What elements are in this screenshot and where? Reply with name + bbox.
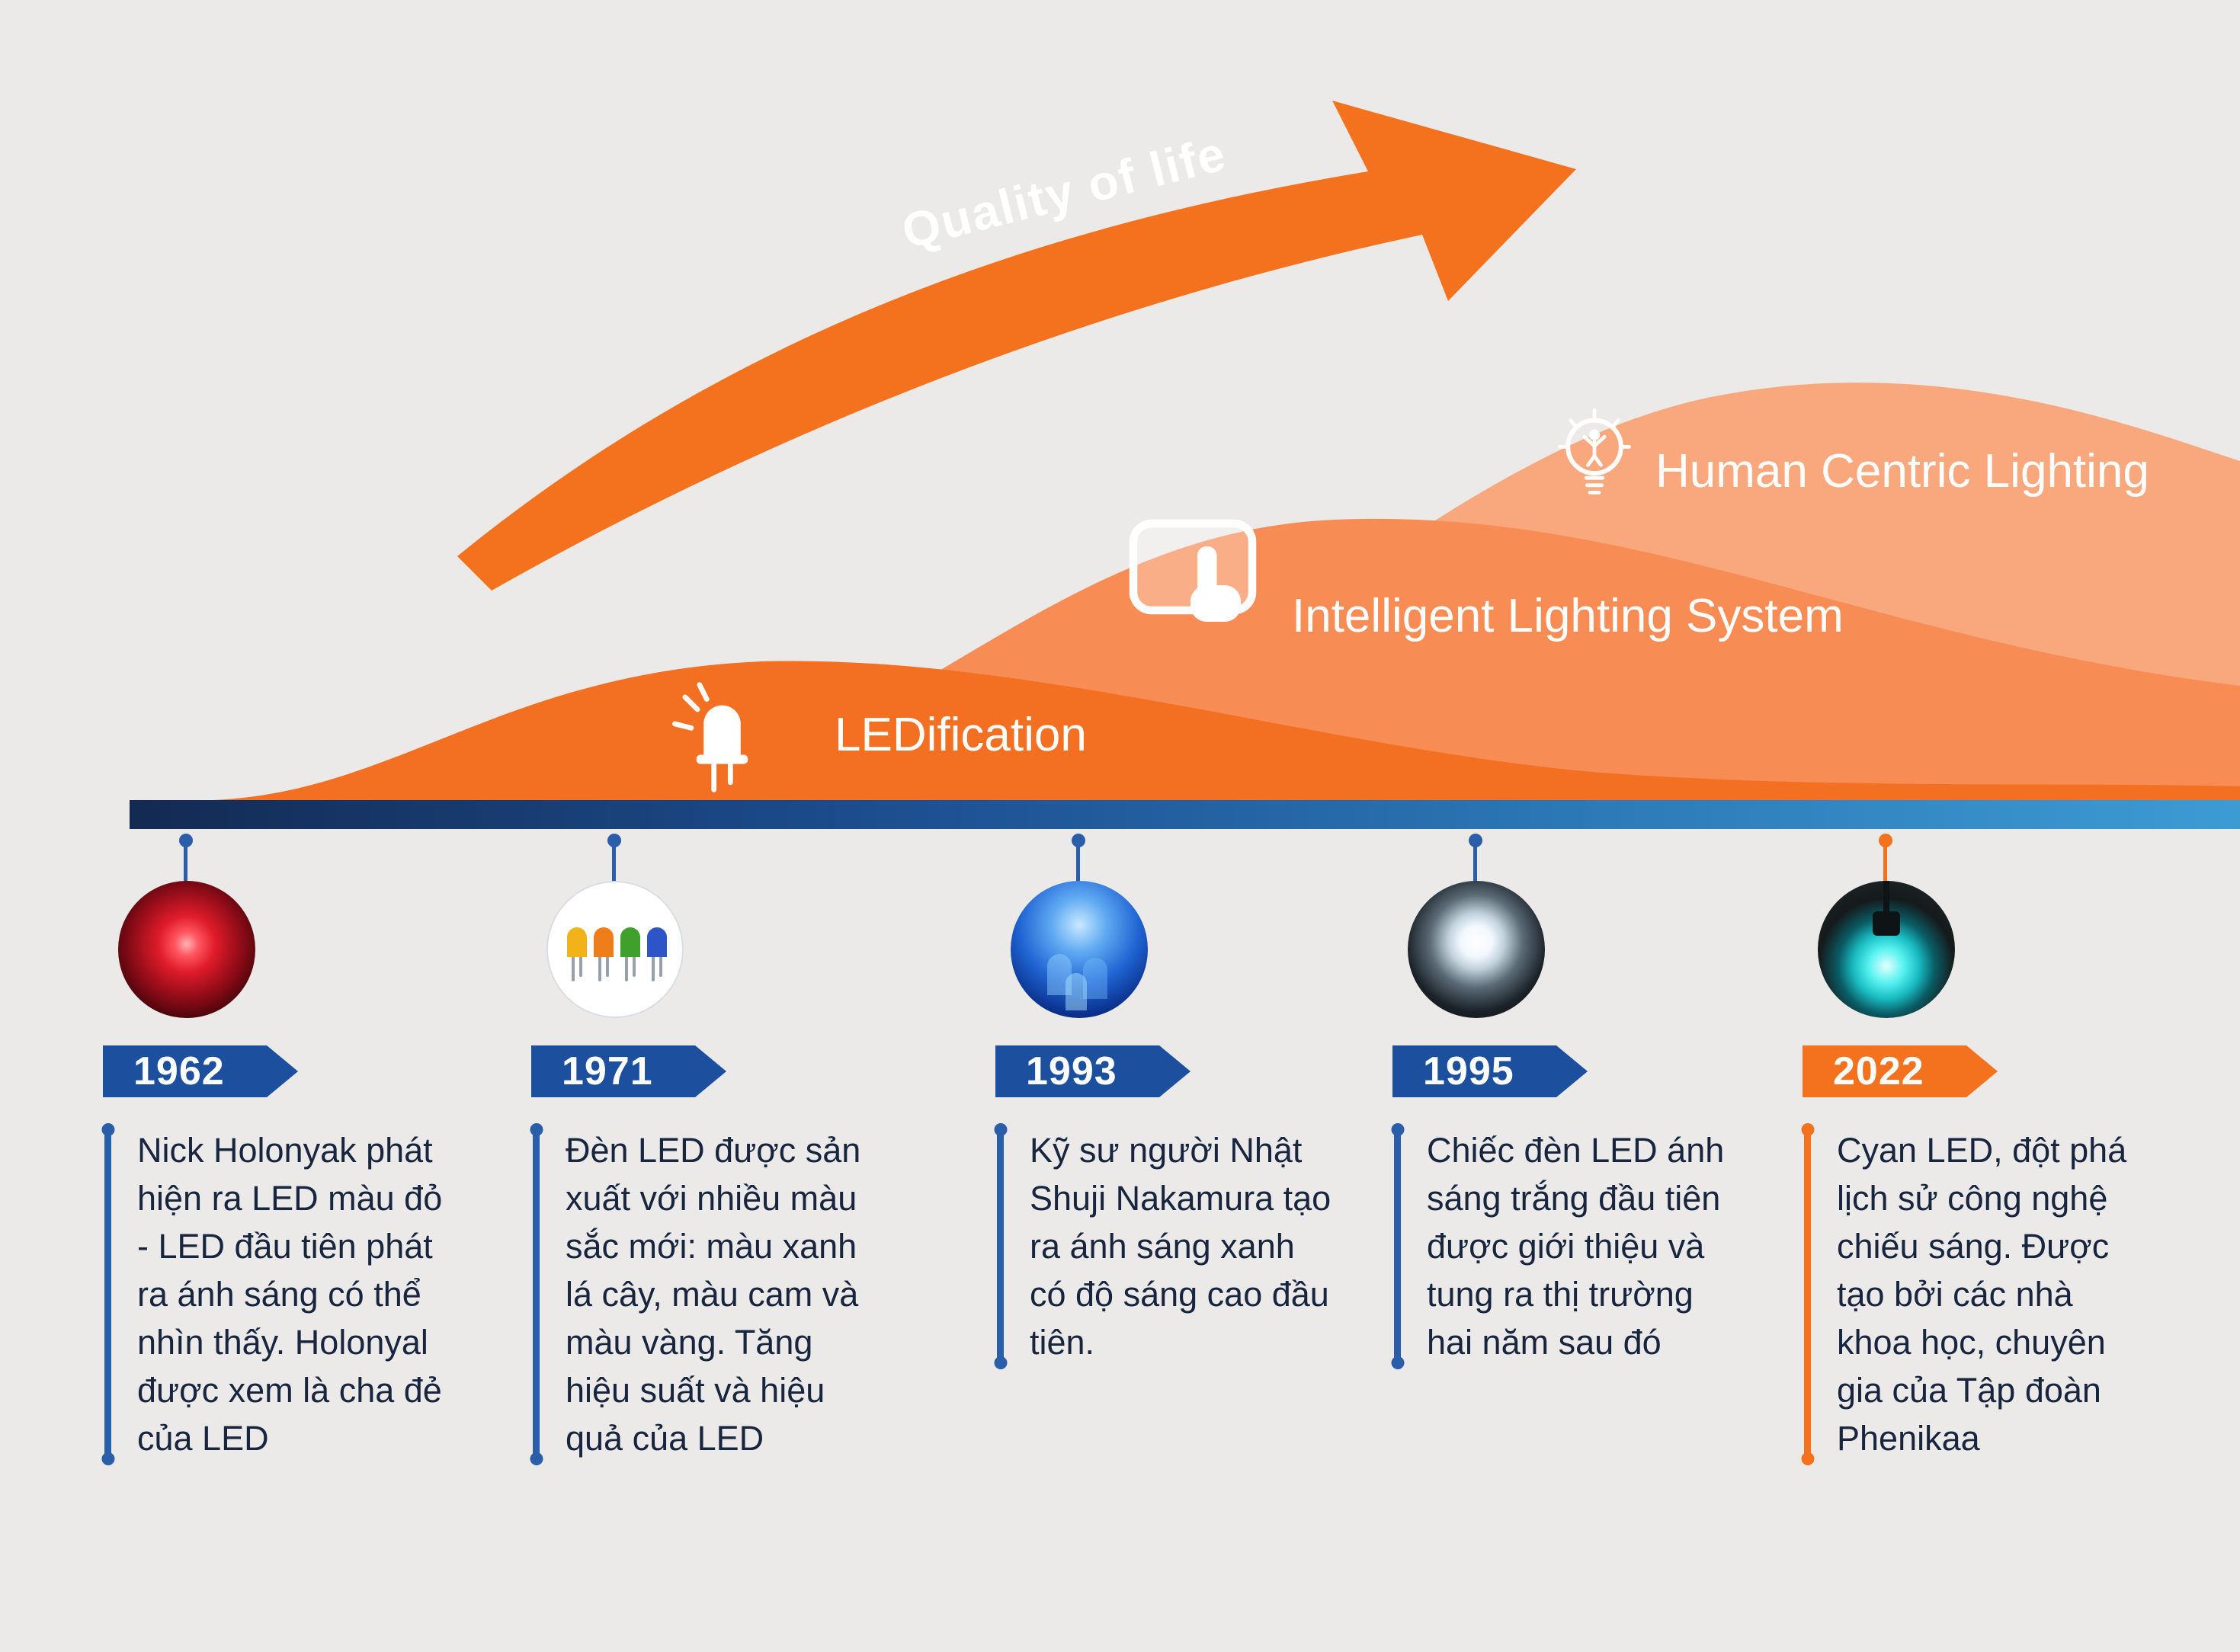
accent-line [997, 1126, 1004, 1366]
white-led-photo [1408, 881, 1545, 1018]
quality-of-life-arrow [457, 101, 1576, 591]
intelligent-lighting-label: Intelligent Lighting System [1292, 590, 1844, 642]
milestone-description: Chiếc đèn LED ánh sáng trắng đầu tiên đư… [1427, 1131, 1725, 1362]
accent-line [104, 1126, 111, 1462]
milestone-description-block: Cyan LED, đột phá lịch sử công nghệ chiế… [1804, 1126, 2161, 1462]
milestone-description: Đèn LED được sản xuất với nhiều màu sắc … [566, 1131, 861, 1458]
connector-line [1473, 840, 1477, 884]
multicolor-leds-photo [546, 881, 684, 1018]
year-badge: 2022 [1803, 1045, 1998, 1097]
milestone-description-block: Kỹ sư người Nhật Shuji Nakamura tạo ra á… [997, 1126, 1354, 1366]
bulb-cord [1883, 881, 1889, 914]
milestone-description-block: Nick Holonyak phát hiện ra LED màu đỏ - … [104, 1126, 461, 1462]
year-badge: 1962 [103, 1045, 298, 1097]
cyan-bulb-photo [1818, 881, 1955, 1018]
timeline-bar [130, 800, 2240, 829]
milestone-description-block: Đèn LED được sản xuất với nhiều màu sắc … [533, 1126, 889, 1462]
milestone-description-block: Chiếc đèn LED ánh sáng trắng đầu tiên đư… [1394, 1126, 1751, 1366]
multicolor-leds-graphic [567, 927, 667, 981]
led-bulb-icon [672, 682, 748, 792]
milestone-description: Cyan LED, đột phá lịch sử công nghệ chiế… [1837, 1131, 2127, 1458]
red-led-photo [118, 881, 255, 1018]
connector-line [184, 840, 187, 884]
connector-line [612, 840, 616, 884]
human-bulb-icon [1558, 408, 1631, 495]
connector-line [1076, 840, 1080, 884]
milestone-description: Kỹ sư người Nhật Shuji Nakamura tạo ra á… [1030, 1131, 1332, 1362]
milestone-description: Nick Holonyak phát hiện ra LED màu đỏ - … [137, 1131, 443, 1458]
human-centric-label: Human Centric Lighting [1655, 445, 2149, 498]
accent-line [533, 1126, 540, 1462]
year-badge: 1971 [531, 1045, 726, 1097]
touch-screen-icon [1129, 519, 1257, 622]
connector-line [1883, 840, 1887, 884]
year-badge: 1993 [995, 1045, 1191, 1097]
bulb-cap [1873, 911, 1900, 936]
blue-leds-photo [1011, 881, 1148, 1018]
accent-line [1804, 1126, 1811, 1462]
wave-ledification [213, 661, 2240, 800]
year-badge: 1995 [1392, 1045, 1588, 1097]
ledification-label: LEDification [835, 709, 1087, 761]
accent-line [1394, 1126, 1401, 1366]
blue-leds-graphic [1047, 954, 1107, 1010]
